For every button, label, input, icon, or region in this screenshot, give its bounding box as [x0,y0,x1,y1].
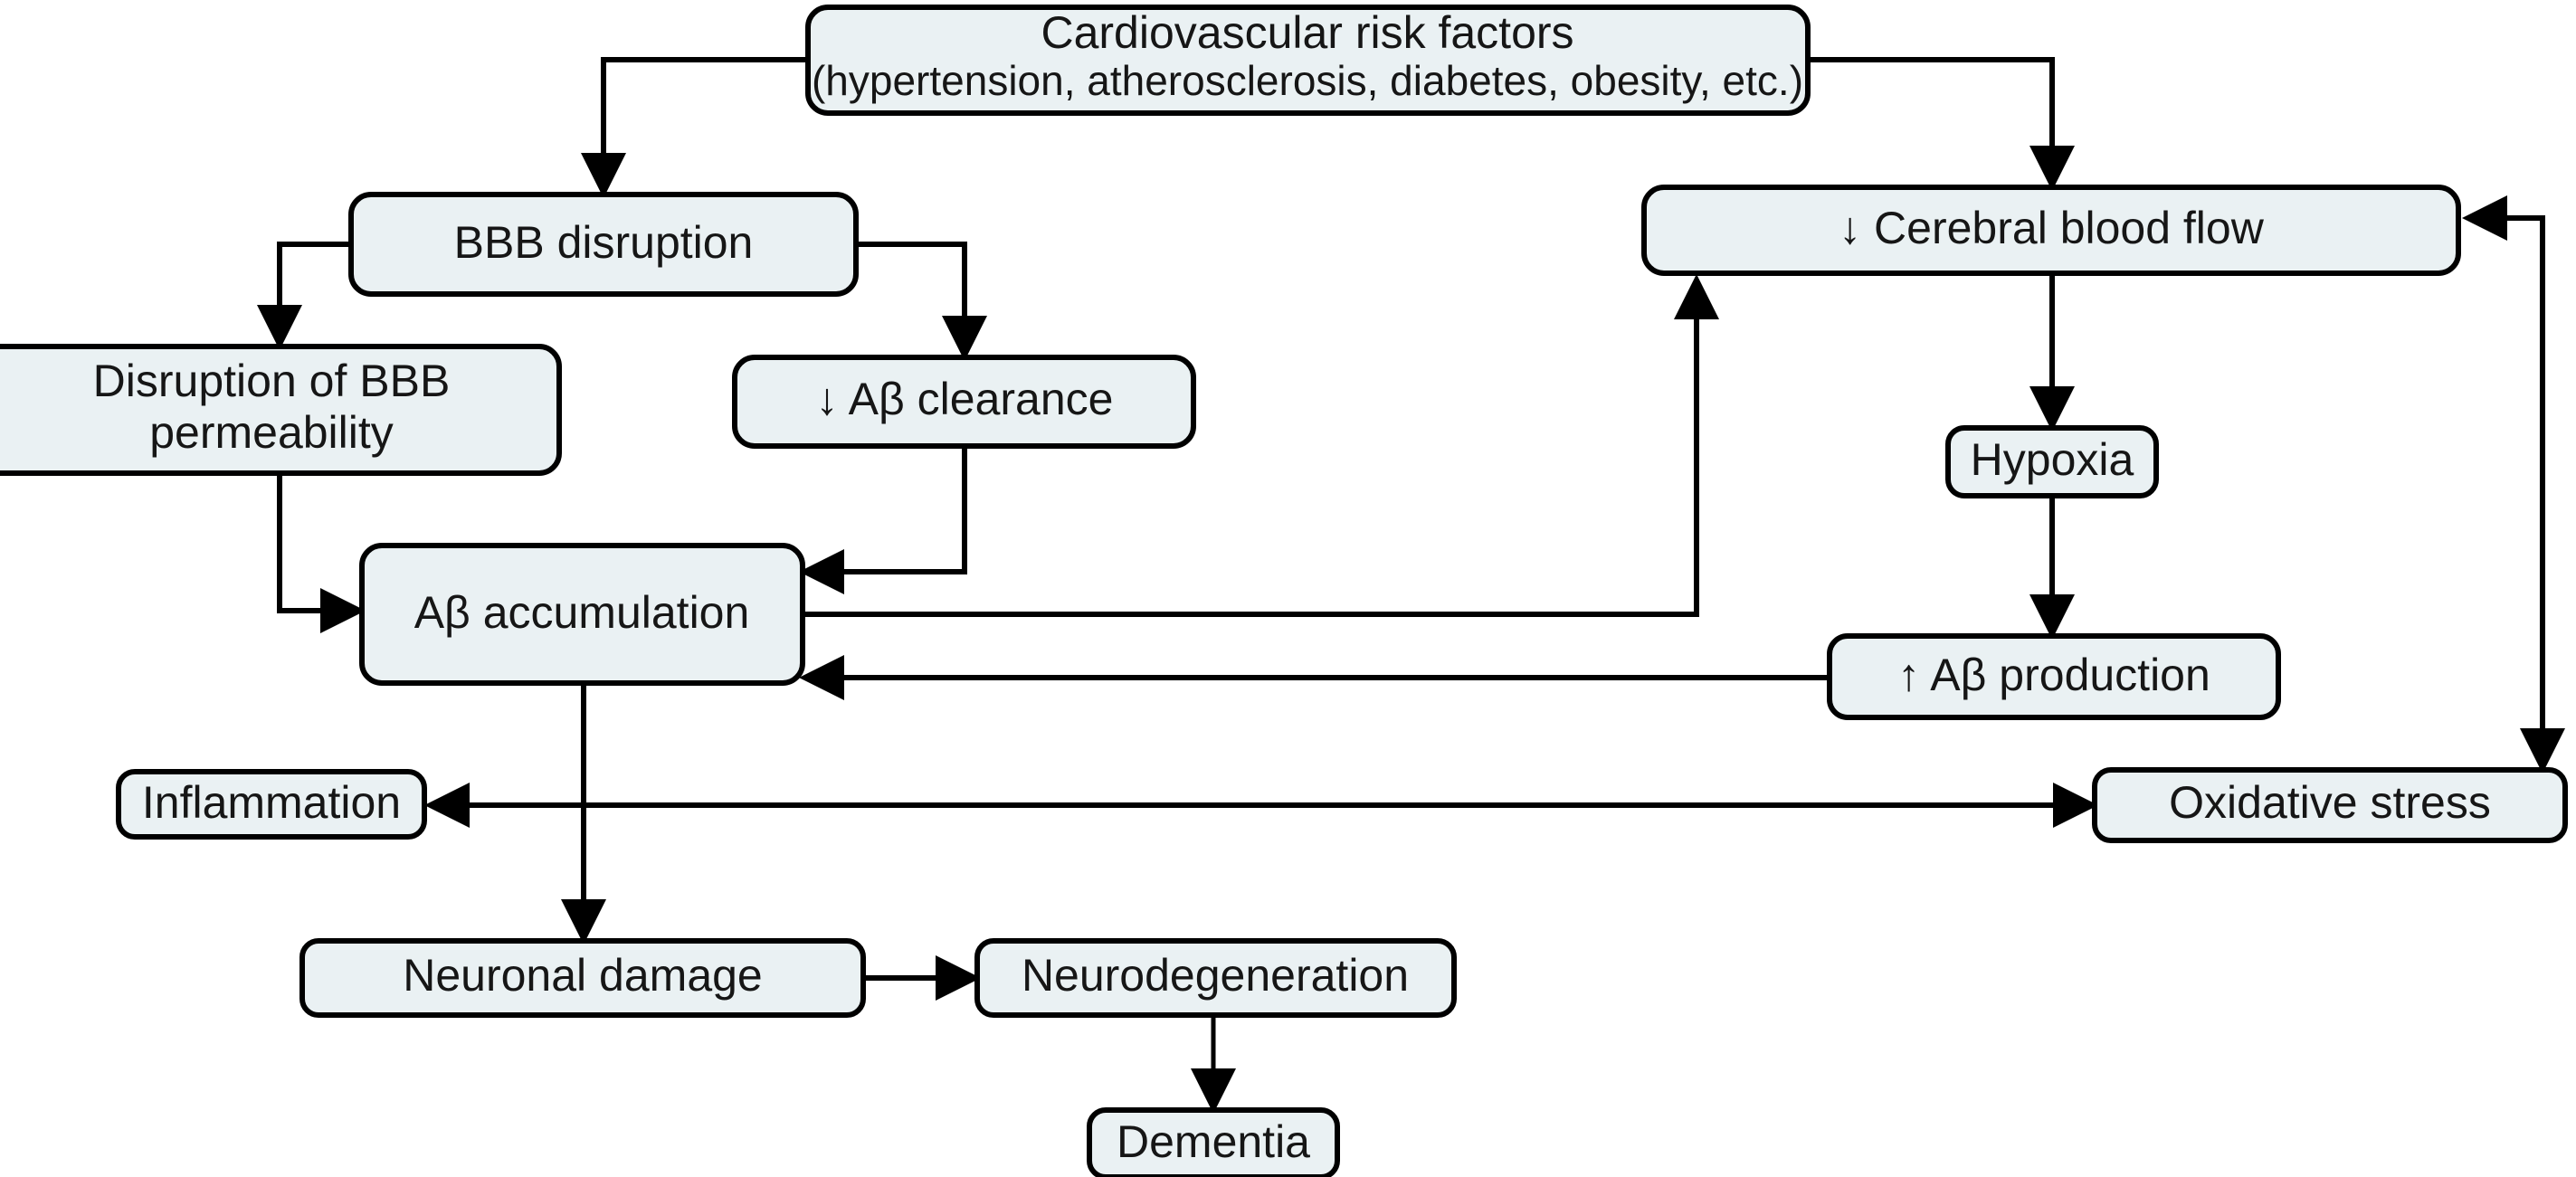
node-inflammation-label: Inflammation [142,777,401,828]
node-layer: Cardiovascular risk factors (hypertensio… [0,5,2568,1177]
arrowhead-cerebralbloodflow-bottomleft [1674,274,1719,319]
node-ab-accumulation[interactable]: Aβ accumulation [359,543,805,686]
arrowhead-abproduction-top [2029,594,2075,640]
node-bbb-disruption-label: BBB disruption [454,217,754,268]
node-dementia-label: Dementia [1117,1116,1310,1167]
node-risk-factors-box[interactable] [805,5,1811,116]
arrowhead-inflammation-right [424,783,470,828]
node-oxidative-stress-box[interactable] [2092,767,2568,843]
node-neurodegeneration-box[interactable] [974,938,1457,1018]
node-bbb-permeability-box[interactable] [0,344,562,476]
edge-bbbdisruption-to-abclearance [856,242,967,344]
arrowhead-dementia-top [1191,1068,1236,1114]
node-neuronal-damage-label: Neuronal damage [403,950,763,1001]
node-ab-production[interactable]: ↑ Aβ production [1827,633,2281,720]
edge-riskfactors-to-bbbdisruption [601,57,808,181]
node-hypoxia-box[interactable] [1945,425,2159,498]
node-inflammation-box[interactable] [116,769,427,840]
node-neurodegeneration-label: Neurodegeneration [1022,950,1409,1001]
node-ab-production-box[interactable] [1827,633,2281,720]
node-inflammation[interactable]: Inflammation [116,769,427,840]
node-bbb-permeability-label-line1: Disruption of BBB [93,356,451,406]
edge-layer [257,57,2565,1114]
edge-abclearance-to-abaccumulation [816,446,967,574]
node-dementia-box[interactable] [1087,1107,1340,1177]
node-cerebral-blood-flow-label: ↓ Cerebral blood flow [1839,203,2265,253]
node-bbb-disruption[interactable]: BBB disruption [348,192,859,297]
arrowhead-neuronaldamage-top [561,899,606,944]
arrowhead-neurodegeneration-left [936,955,981,1001]
node-bbb-permeability[interactable]: Disruption of BBB permeability [0,344,562,476]
node-hypoxia[interactable]: Hypoxia [1945,425,2159,498]
node-oxidative-stress[interactable]: Oxidative stress [2092,767,2568,843]
arrowhead-abaccumulation-topright [799,549,844,594]
node-neuronal-damage[interactable]: Neuronal damage [299,938,866,1018]
node-hypoxia-label: Hypoxia [1971,434,2134,485]
edge-bbbdisruption-to-bbbpermeability [277,242,351,333]
node-neuronal-damage-box[interactable] [299,938,866,1018]
node-bbb-permeability-label-line2: permeability [149,407,394,458]
arrowhead-oxidativestress-topright [2520,728,2565,774]
node-dementia[interactable]: Dementia [1087,1107,1340,1177]
node-cerebral-blood-flow[interactable]: ↓ Cerebral blood flow [1641,185,2461,276]
edge-riskfactors-to-cerebralbloodflow [1808,57,2055,174]
node-neurodegeneration[interactable]: Neurodegeneration [974,938,1457,1018]
arrowhead-hypoxia-top [2029,386,2075,432]
node-risk-factors-label-line2: (hypertension, atherosclerosis, diabetes… [812,57,1803,104]
edge-oxidativestress-to-cerebralbloodflow [2479,215,2545,756]
node-ab-clearance-box[interactable] [732,355,1196,449]
arrowhead-abaccumulation-left [320,588,366,633]
arrowhead-abaccumulation-bottomright [799,655,844,700]
node-oxidative-stress-label: Oxidative stress [2169,777,2491,828]
edge-bbbpermeability-to-abaccumulation [277,473,348,613]
node-ab-accumulation-label: Aβ accumulation [414,587,750,638]
node-ab-production-label: ↑ Aβ production [1897,650,2210,700]
node-ab-clearance-label: ↓ Aβ clearance [816,374,1114,424]
node-ab-accumulation-box[interactable] [359,543,805,686]
node-risk-factors-label-line1: Cardiovascular risk factors [1041,7,1573,58]
arrowhead-bbbpermeability-top [257,305,302,350]
node-risk-factors[interactable]: Cardiovascular risk factors (hypertensio… [805,5,1811,116]
node-bbb-disruption-box[interactable] [348,192,859,297]
edge-abaccumulation-to-cerebralbloodflow [803,291,1699,617]
arrowhead-cerebralbloodflow-top [2029,146,2075,191]
arrowhead-cerebralbloodflow-right [2462,195,2507,241]
arrowhead-abclearance-top [942,316,987,361]
arrowhead-oxidativestress-left [2053,783,2098,828]
node-ab-clearance[interactable]: ↓ Aβ clearance [732,355,1196,449]
node-cerebral-blood-flow-box[interactable] [1641,185,2461,276]
arrowhead-bbbdisruption-top [581,153,626,198]
